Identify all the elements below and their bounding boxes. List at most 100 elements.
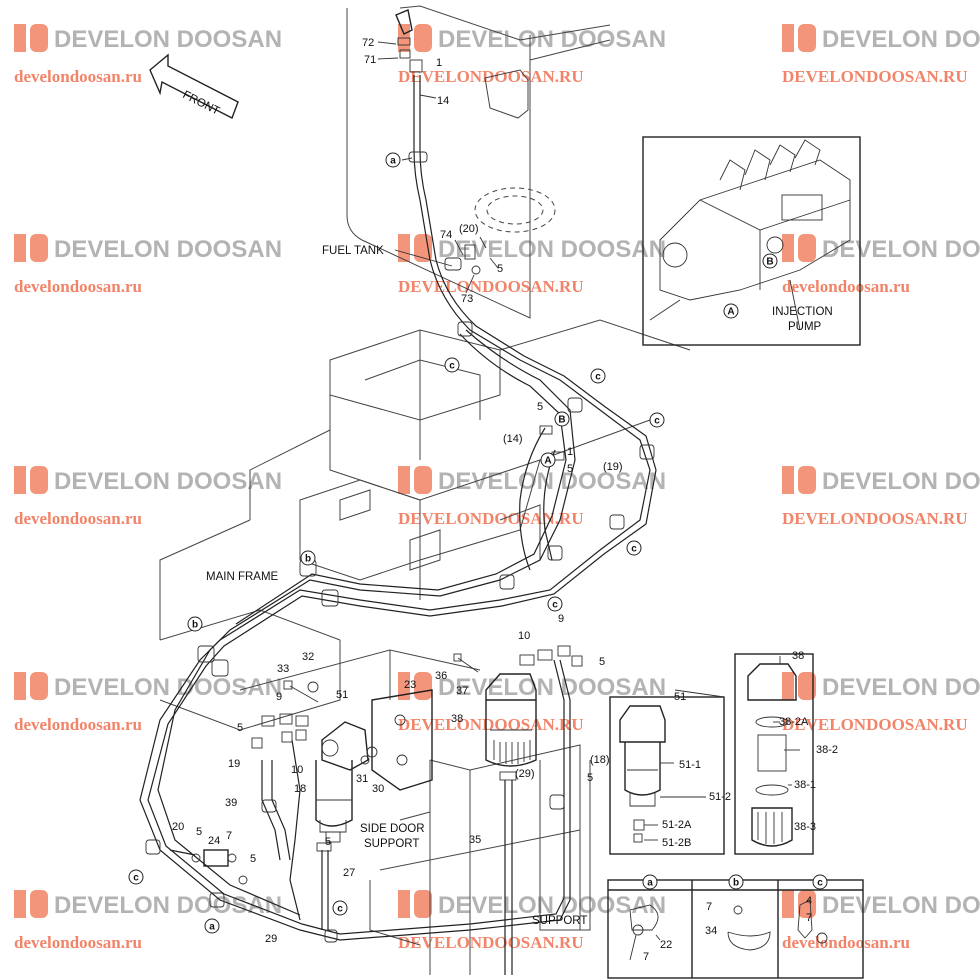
ref-marker-letter: B xyxy=(766,257,773,268)
ref-marker-circle xyxy=(547,596,563,612)
part-label: 51-1 xyxy=(679,759,701,771)
watermark-url: DEVELONDOOSAN.RU xyxy=(398,277,584,296)
watermark-logo-icon xyxy=(782,466,794,494)
part-label: 73 xyxy=(461,293,473,305)
watermark-logo-icon xyxy=(30,24,48,52)
part-label: 10 xyxy=(518,630,530,642)
watermark-url: develondoosan.ru xyxy=(14,933,142,952)
ref-marker-letter: B xyxy=(558,415,565,426)
part-label: 5 xyxy=(497,263,503,275)
fuel-tank xyxy=(346,5,611,319)
part-label: 7 xyxy=(643,951,649,963)
watermark-logo-icon xyxy=(782,890,794,918)
watermark-logo-icon xyxy=(398,890,410,918)
part-label: 33 xyxy=(277,663,289,675)
ref-marker-circle xyxy=(812,874,828,890)
part-label: 51 xyxy=(674,691,686,703)
ref-marker-c: c xyxy=(128,869,144,885)
part-label: 32 xyxy=(302,651,314,663)
caption-fuel-tank: FUEL TANK xyxy=(322,245,384,257)
part-label: 5 xyxy=(567,463,573,475)
ref-marker-letter: a xyxy=(647,878,653,889)
ref-marker-letter: A xyxy=(544,456,551,467)
watermark-logo-icon xyxy=(30,890,48,918)
watermark-logo-icon xyxy=(798,234,816,262)
ref-marker-b: b xyxy=(300,550,316,566)
part-label: 23 xyxy=(404,679,416,691)
watermark-brand: DEVELON DOOSAN xyxy=(438,236,666,263)
ref-marker-letter: b xyxy=(192,620,198,631)
watermark-url: develondoosan.ru xyxy=(14,67,142,86)
part-label: 24 xyxy=(208,835,220,847)
ref-marker-circle xyxy=(540,452,556,468)
filter-38-detail xyxy=(734,653,814,855)
caption-side-door-support-line2: SUPPORT xyxy=(364,838,419,850)
front-arrow xyxy=(149,53,239,119)
ref-marker-B: B xyxy=(554,411,570,427)
watermark-brand: DEVELON DOOSAN xyxy=(54,674,282,701)
ref-marker-c: c xyxy=(590,368,606,384)
part-label: 74 xyxy=(440,229,452,241)
left-fuel-filter-51 xyxy=(315,689,433,843)
watermark-logo-icon xyxy=(798,24,816,52)
watermark-url: DEVELONDOOSAN.RU xyxy=(398,933,584,952)
middle-fuel-filter-38 xyxy=(485,673,537,767)
ref-marker-circle xyxy=(128,869,144,885)
part-label: 5 xyxy=(250,853,256,865)
watermark-tile: DEVELON DOOSAN DEVELONDOOSAN.RU xyxy=(398,234,666,296)
fuel-hoses xyxy=(139,75,657,975)
part-label: 20 xyxy=(172,821,184,833)
caption-front: FRONT xyxy=(181,89,222,118)
part-label: 38-1 xyxy=(794,779,816,791)
ref-marker-circle xyxy=(444,357,460,373)
watermark-url: DEVELONDOOSAN.RU xyxy=(782,67,968,86)
part-label: 19 xyxy=(228,758,240,770)
part-label: 18 xyxy=(294,783,306,795)
ref-marker-letter: c xyxy=(337,904,343,915)
ref-marker-circle xyxy=(332,900,348,916)
watermark-logo-icon xyxy=(30,234,48,262)
ref-marker-letter: c xyxy=(552,600,558,611)
injection-pump-detail xyxy=(642,136,861,346)
ref-marker-letter: A xyxy=(727,307,734,318)
watermark-logo-icon xyxy=(14,24,26,52)
watermark-logo-icon xyxy=(398,672,410,700)
part-label: 1 xyxy=(436,57,442,69)
filter-51-detail xyxy=(609,696,725,855)
ref-marker-c: c xyxy=(649,412,665,428)
part-label: 35 xyxy=(469,834,481,846)
watermark-logo-icon xyxy=(798,672,816,700)
ref-marker-letter: c xyxy=(449,361,455,372)
part-label: 51-2 xyxy=(709,791,731,803)
part-label: 36 xyxy=(435,670,447,682)
watermark-brand: DEVELON DOOSAN xyxy=(822,468,980,495)
part-label: 5 xyxy=(537,401,543,413)
ref-marker-c: c xyxy=(626,540,642,556)
watermark-logo-icon xyxy=(398,466,410,494)
part-label: 38-2A xyxy=(779,716,809,728)
ref-marker-circle xyxy=(554,411,570,427)
part-label: 37 xyxy=(456,685,468,697)
part-label: 71 xyxy=(364,54,376,66)
ref-marker-letter: b xyxy=(305,554,311,565)
ref-marker-circle xyxy=(204,918,220,934)
watermark-brand: DEVELON DOOSAN xyxy=(822,892,980,919)
part-label: 9 xyxy=(558,613,564,625)
ref-marker-letter: c xyxy=(631,544,637,555)
caption-main-frame: MAIN FRAME xyxy=(206,571,279,583)
ref-marker-circle xyxy=(385,152,401,168)
ref-marker-circle xyxy=(728,874,744,890)
ref-marker-c: c xyxy=(332,900,348,916)
watermark-logo-icon xyxy=(798,890,816,918)
part-label: 39 xyxy=(225,797,237,809)
caption-side-door-support-line1: SIDE DOOR xyxy=(360,823,425,835)
ref-marker-circle xyxy=(590,368,606,384)
